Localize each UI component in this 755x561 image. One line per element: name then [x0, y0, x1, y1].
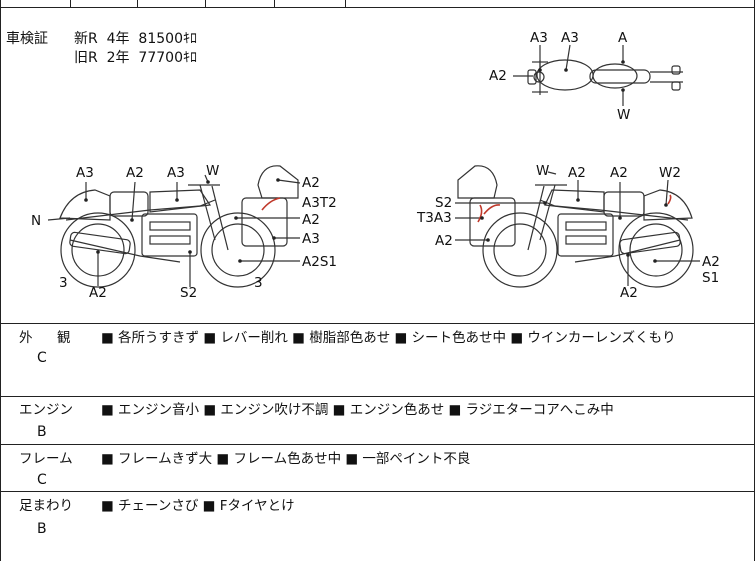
diagram-label: A2 [126, 165, 144, 181]
engine-items: ■ エンジン音小 ■ エンジン吹け不調 ■ エンジン色あせ ■ ラジエターコアへ… [101, 402, 614, 418]
diagram-label: A2 [620, 285, 638, 301]
section-title-exterior-b: 観 [57, 330, 71, 346]
diagram-label: A3T2 [302, 195, 337, 211]
top-view-bike [527, 59, 683, 95]
suspension-grade: B [37, 521, 47, 537]
diagram-label: W [617, 107, 631, 123]
diagram-label: S2 [180, 285, 198, 301]
registration-label: 車検証 [6, 31, 48, 47]
section-divider [0, 323, 755, 324]
diagram-label: A2S1 [302, 254, 337, 270]
diagram-label: A [618, 30, 628, 46]
diagram-label: A2 [610, 165, 628, 181]
exterior-grade: C [37, 350, 47, 366]
left-view-bike [59, 165, 299, 288]
registration-new: 新R 4年 81500ｷﾛ [74, 31, 197, 47]
registration-old: 旧R 2年 77700ｷﾛ [74, 50, 197, 66]
diagram-label: T3A3 [417, 210, 452, 226]
diagram-label: W2 [659, 165, 681, 181]
section-divider [0, 491, 755, 492]
diagram-label: A3 [167, 165, 185, 181]
diagram-label: A3 [302, 231, 320, 247]
diagram-label: 3 [254, 275, 263, 291]
section-title-frame: フレーム [19, 451, 73, 467]
diagram-label: A2 [89, 285, 107, 301]
right-view-bike [457, 165, 694, 288]
diagram-label: A2 [435, 233, 453, 249]
sheet-left-border [0, 0, 1, 561]
section-title-exterior-a: 外 [19, 330, 33, 346]
top-table-edge [0, 0, 755, 8]
frame-items: ■ フレームきず大 ■ フレーム色あせ中 ■ 一部ペイント不良 [101, 451, 471, 467]
frame-grade: C [37, 472, 47, 488]
diagram-label: 3 [59, 275, 68, 291]
diagram-label: A3 [76, 165, 94, 181]
diagram-label: A2 [568, 165, 586, 181]
section-title-suspension: 足まわり [19, 498, 73, 514]
suspension-items: ■ チェーンさび ■ Fタイヤとけ [101, 498, 295, 514]
diagram-label: W [536, 163, 550, 179]
section-divider [0, 444, 755, 445]
section-divider [0, 396, 755, 397]
section-title-engine: エンジン [19, 402, 73, 418]
diagram-label: S2 [435, 195, 453, 211]
diagram-label: S1 [702, 270, 720, 286]
diagram-label: A2 [702, 254, 720, 270]
diagram-label: A2 [302, 212, 320, 228]
diagram-label: A3 [530, 30, 548, 46]
diagram-label: A2 [302, 175, 320, 191]
diagram-label: A3 [561, 30, 579, 46]
engine-grade: B [37, 424, 47, 440]
exterior-items: ■ 各所うすきず ■ レバー削れ ■ 樹脂部色あせ ■ シート色あせ中 ■ ウイ… [101, 330, 676, 346]
diagram-label: N [31, 213, 42, 229]
diagram-label: A2 [489, 68, 507, 84]
diagram-label: W [206, 163, 220, 179]
